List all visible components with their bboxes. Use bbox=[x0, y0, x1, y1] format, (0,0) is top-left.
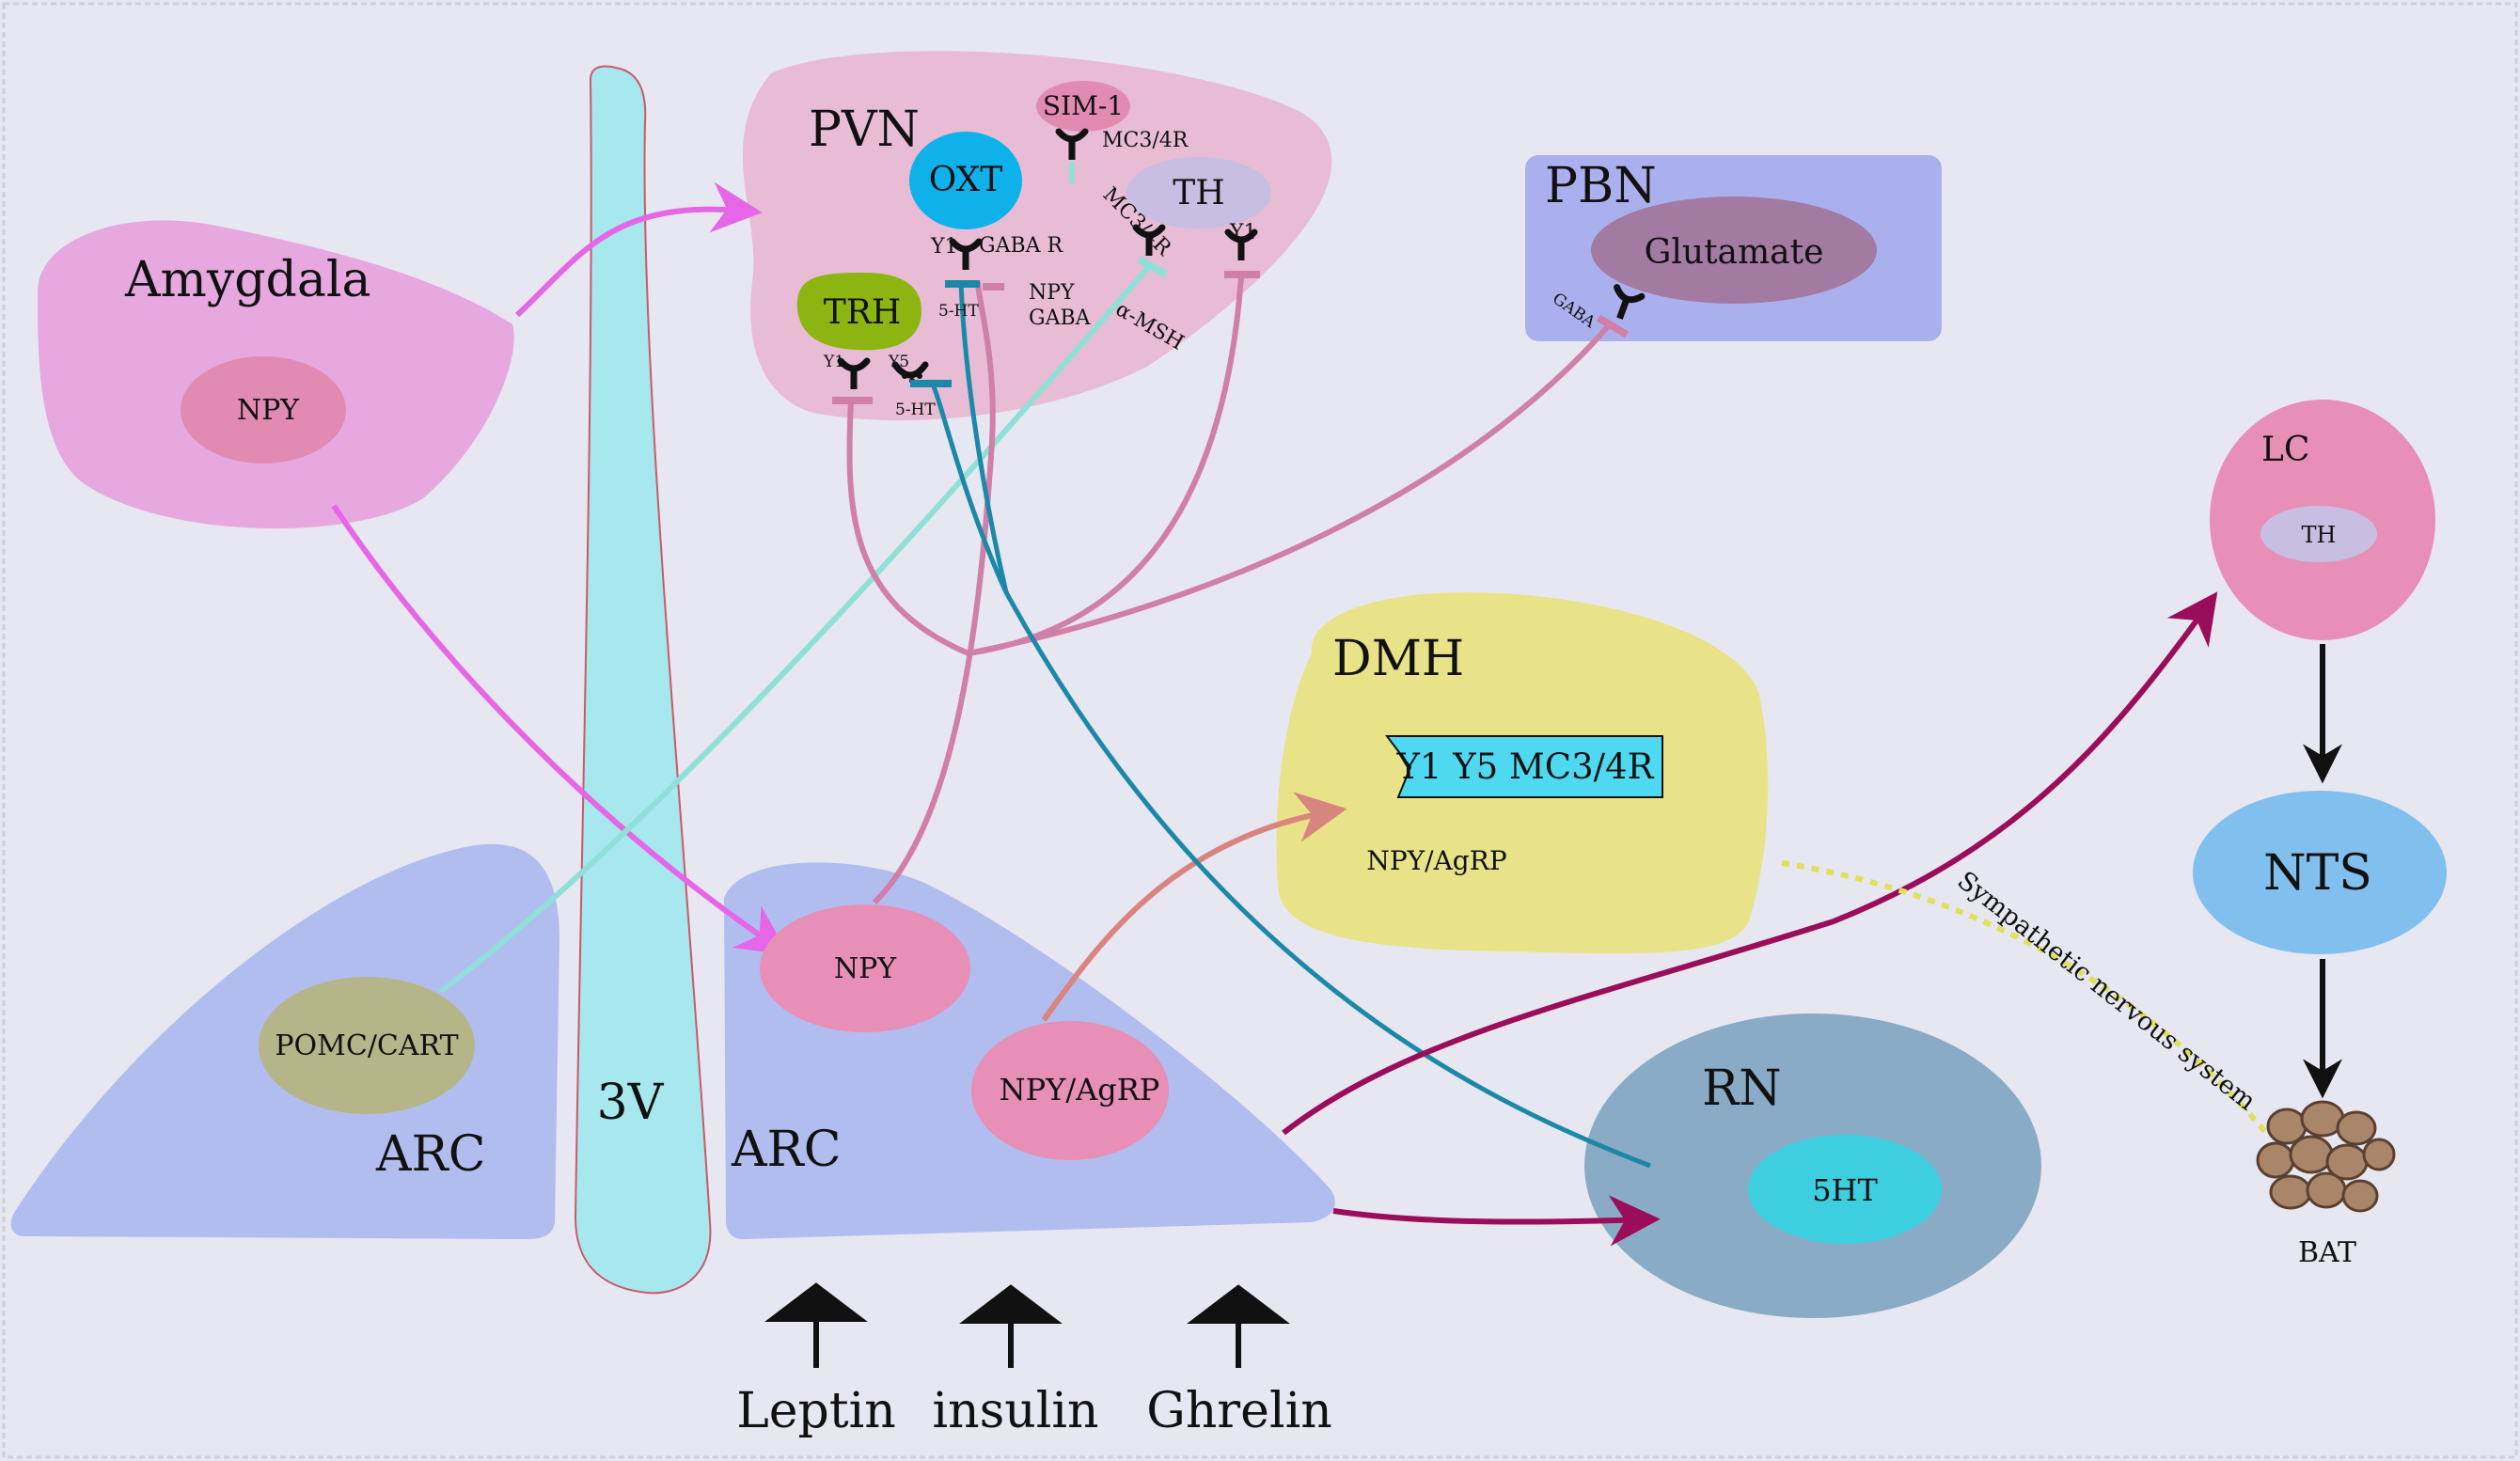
sim1-cell bbox=[1036, 81, 1130, 132]
npy-to-pbn-line bbox=[968, 322, 1613, 656]
arc-right-label: ARC bbox=[731, 1122, 842, 1178]
npy-amygdala-cell bbox=[181, 356, 346, 463]
pomc-cart-cell bbox=[259, 977, 475, 1114]
leptin-label: Leptin bbox=[736, 1383, 896, 1439]
rn-label: RN bbox=[1702, 1060, 1782, 1117]
sympathetic-nervous-system-path bbox=[1781, 860, 2269, 1135]
rn-5ht-to-trh-line bbox=[928, 379, 1651, 1169]
npy-arc-label: NPY bbox=[834, 952, 897, 985]
gaba-r-oxt-label: GABA R bbox=[979, 234, 1064, 258]
glutamate-label: Glutamate bbox=[1645, 233, 1824, 272]
third-ventricle-label: 3V bbox=[597, 1075, 665, 1131]
lc-label: LC bbox=[2261, 431, 2309, 469]
dmh-npy-agrp-label: NPY/AgRP bbox=[1366, 845, 1506, 876]
nts-label: NTS bbox=[2263, 845, 2372, 902]
y1-trh-label: Y1 bbox=[823, 353, 844, 371]
serotonin-rn-cell bbox=[1748, 1135, 1942, 1244]
th-lc-cell bbox=[2260, 506, 2377, 562]
oxt-cell bbox=[909, 132, 1022, 229]
dmh-receptor-box bbox=[1384, 735, 1663, 798]
third-ventricle bbox=[574, 65, 712, 1295]
npy-amygdala-label: NPY bbox=[237, 394, 300, 427]
th-lc-label: TH bbox=[2302, 522, 2337, 548]
insulin-label: insulin bbox=[932, 1383, 1098, 1439]
glutamate-cell bbox=[1591, 196, 1877, 304]
npy-to-trh-line bbox=[846, 399, 970, 656]
amygdala-label: Amygdala bbox=[124, 252, 370, 308]
th-pvn-label: TH bbox=[1173, 174, 1224, 212]
th-pvn-cell bbox=[1126, 157, 1271, 228]
npy-gaba-label-gaba: GABA bbox=[1029, 306, 1092, 330]
y1-th-label: Y1 bbox=[1229, 221, 1257, 244]
dmh-receptor-box-label: Y1 Y5 MC3/4R bbox=[1395, 746, 1654, 787]
sim1-label: SIM-1 bbox=[1043, 90, 1124, 121]
y5-trh-label: Y5 bbox=[888, 353, 909, 371]
bat-label: BAT bbox=[2298, 1236, 2356, 1269]
oxt-label: OXT bbox=[929, 161, 1003, 199]
y1-oxt-label: Y1 bbox=[930, 235, 958, 259]
rn-5ht-to-oxt-line bbox=[958, 281, 1009, 593]
trh-label: TRH bbox=[824, 293, 902, 332]
dmh-label: DMH bbox=[1332, 631, 1464, 687]
ht5-oxt-label: 5-HT bbox=[938, 302, 979, 321]
hormone-input-arrows bbox=[764, 1282, 1290, 1368]
amygdala-to-pvn-arrow bbox=[514, 181, 763, 318]
mc34r-sim1-label: MC3/4R bbox=[1102, 129, 1189, 152]
npy-gaba-label-npy: NPY bbox=[1029, 281, 1075, 305]
inhibitory-terminals bbox=[832, 256, 1630, 404]
ghrelin-label: Ghrelin bbox=[1146, 1383, 1331, 1439]
amygdala-to-arc-npy-arrow bbox=[331, 504, 789, 956]
arc-left-label: ARC bbox=[375, 1126, 486, 1183]
npy-arc-cell bbox=[760, 904, 970, 1032]
ht5-trh-label: 5-HT bbox=[895, 401, 936, 419]
npy-agrp-to-dmh-arrow bbox=[1041, 792, 1347, 1022]
npy-agrp-arc-label: NPY/AgRP bbox=[1000, 1072, 1160, 1108]
pomc-alpha-msh-line bbox=[438, 261, 1155, 995]
serotonin-rn-label: 5HT bbox=[1812, 1172, 1878, 1208]
npy-agrp-arc-cell bbox=[971, 1021, 1169, 1160]
pvn-label: PVN bbox=[809, 102, 920, 158]
arc-to-rn-arrow bbox=[1332, 1195, 1661, 1247]
trh-cell bbox=[796, 273, 921, 351]
bat-adipocyte-cluster bbox=[2256, 1100, 2396, 1213]
pbn-label: PBN bbox=[1545, 158, 1657, 214]
pomc-cart-label: POMC/CART bbox=[275, 1029, 458, 1062]
arc-to-lc-arrow bbox=[1282, 591, 2218, 1136]
nts-region bbox=[2193, 791, 2447, 954]
